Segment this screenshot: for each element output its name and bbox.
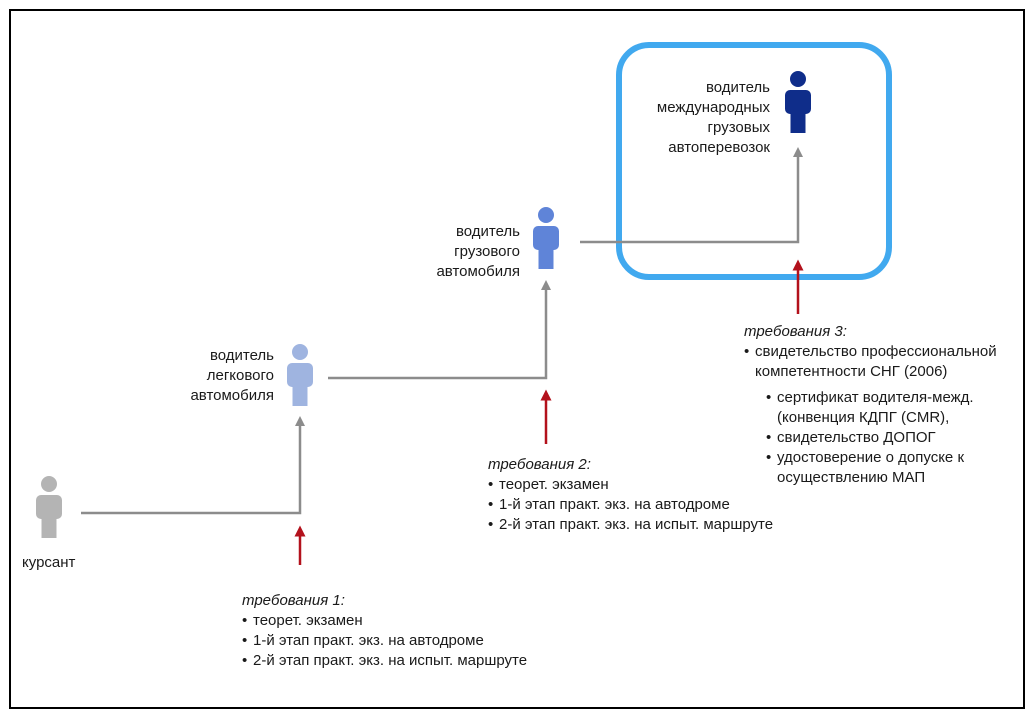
mezhd-person-icon — [785, 71, 811, 133]
mezhd-label-line: автоперевозок — [668, 139, 770, 156]
diagram-canvas — [36, 42, 892, 565]
requirement-subitem-line: удостоверение о допуске к — [777, 449, 965, 466]
requirement-subitem-line: осуществлению МАП — [777, 469, 926, 486]
mezhd-label-line: грузовых — [707, 119, 770, 136]
gruzovoy-person-icon — [533, 207, 559, 269]
highlight-box — [616, 42, 892, 280]
requirement-item: 2-й этап практ. экз. на испыт. маршруте — [242, 651, 527, 671]
requirement-item: 1-й этап практ. экз. на автодроме — [242, 631, 527, 651]
requirement-item: теорет. экзамен — [242, 611, 527, 631]
requirements-1-list: теорет. экзамен 1-й этап практ. экз. на … — [242, 611, 527, 671]
requirement-subitem-line: сертификат водителя-межд. — [777, 389, 974, 406]
legkovoy-label-line: легкового — [206, 367, 274, 384]
requirement-subitem: удостоверение о допуске к осуществлению … — [766, 448, 997, 488]
requirement-item-line: компетентности СНГ (2006) — [755, 363, 948, 380]
kursant-person-icon — [36, 476, 62, 538]
requirements-3-list: свидетельство профессиональной компетент… — [744, 342, 997, 382]
legkovoy-person-icon — [287, 344, 313, 406]
connector-legkovoy-to-gruzovoy — [328, 280, 551, 380]
requirement-item: теорет. экзамен — [488, 475, 773, 495]
requirements-3: требования 3: свидетельство профессионал… — [744, 322, 997, 488]
requirement-item: 2-й этап практ. экз. на испыт. маршруте — [488, 515, 773, 535]
mezhd-label-line: международных — [656, 99, 770, 116]
mezhd-label-line: водитель — [705, 79, 770, 96]
requirements-3-title: требования 3: — [744, 323, 847, 340]
kursant-label: курсант — [22, 554, 76, 571]
legkovoy-label-line: автомобиля — [190, 387, 274, 404]
requirement-item-line: свидетельство профессиональной — [755, 343, 997, 360]
requirements-2-list: теорет. экзамен 1-й этап практ. экз. на … — [488, 475, 773, 535]
requirements-3-sublist: сертификат водителя-межд. (конвенция КДП… — [766, 388, 997, 488]
requirement-item: 1-й этап практ. экз. на автодроме — [488, 495, 773, 515]
requirement-subitem: свидетельство ДОПОГ — [766, 428, 997, 448]
gruzovoy-label: водитель грузового автомобиля — [420, 222, 520, 282]
requirement-subitem-line: (конвенция КДПГ (CMR), — [777, 409, 950, 426]
connector-gruzovoy-to-mezhd — [580, 147, 803, 244]
requirements-2-title: требования 2: — [488, 456, 591, 473]
legkovoy-label-line: водитель — [209, 347, 274, 364]
requirements-2: требования 2: теорет. экзамен 1-й этап п… — [488, 455, 773, 535]
connector-kursant-to-legkovoy — [81, 416, 305, 515]
requirement-subitem-line: свидетельство ДОПОГ — [777, 429, 936, 446]
requirements-1-title: требования 1: — [242, 592, 345, 609]
requirements-1: требования 1: теорет. экзамен 1-й этап п… — [242, 591, 527, 671]
requirement-subitem: сертификат водителя-межд. (конвенция КДП… — [766, 388, 997, 428]
requirement-item: свидетельство профессиональной компетент… — [744, 342, 997, 382]
gruzovoy-label-line: автомобиля — [436, 263, 520, 280]
gruzovoy-label-line: водитель — [455, 223, 520, 240]
mezhd-label: водитель международных грузовых автопере… — [624, 78, 770, 158]
gruzovoy-label-line: грузового — [454, 243, 520, 260]
legkovoy-label: водитель легкового автомобиля — [176, 346, 274, 406]
